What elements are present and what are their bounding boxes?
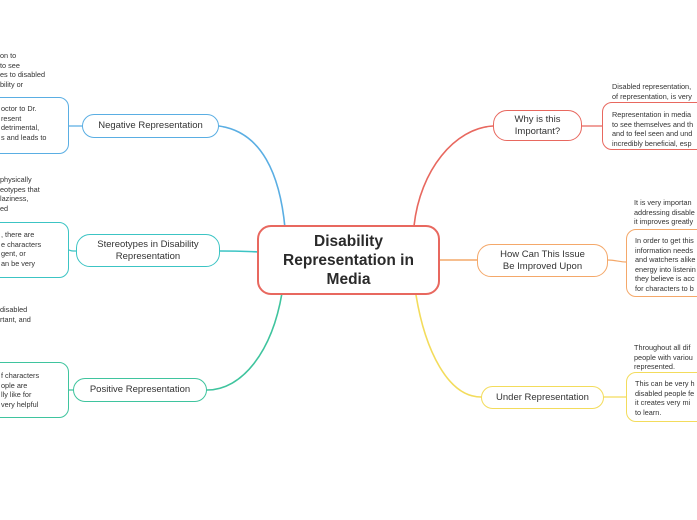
note-improve-1[interactable]: It is very importan addressing disable i… [634, 198, 697, 228]
link-stereotypes-leaf [68, 249, 77, 252]
note-line: they believe is acc [635, 274, 695, 284]
note-line: disabled people fe [635, 388, 695, 398]
note-line: octor to Dr. [1, 104, 37, 113]
topic-negative-representation[interactable]: Negative Representation [82, 114, 219, 138]
note-line: incredibly beneficial, esp [612, 138, 692, 148]
note-line: of representation, is very [612, 91, 692, 101]
topic-label: Under Representation [496, 391, 589, 403]
note-stereotypes-1[interactable]: physically eotypes that laziness, ed [0, 175, 70, 217]
note-line: lly like for [1, 390, 32, 400]
note-line: resent [1, 113, 22, 123]
note-line: disabled [0, 305, 28, 314]
note-under-1[interactable]: Throughout all dif people with variou re… [634, 343, 697, 373]
topic-label: Negative Representation [98, 120, 203, 131]
link-negative [218, 125, 286, 229]
note-negative-1[interactable]: on to to see es to disabled bility or [0, 51, 70, 93]
note-line: it improves greatly [634, 217, 694, 227]
note-line: Throughout all dif [634, 343, 691, 352]
note-line: s and leads to [1, 132, 47, 142]
note-line: to see [0, 60, 20, 70]
note-positive-1[interactable]: disabled rtant, and [0, 305, 70, 329]
note-line: represented. [634, 362, 675, 372]
note-under-2[interactable]: This can be very h disabled people fe it… [626, 372, 697, 422]
note-line: for characters to b [635, 283, 694, 293]
note-line: ople are [1, 380, 28, 390]
note-line: es to disabled [0, 70, 46, 80]
central-topic[interactable]: Disability Representation in Media [257, 225, 440, 295]
link-why [413, 125, 494, 227]
topic-label: Why is this Important? [514, 113, 561, 137]
note-line: very helpful [1, 399, 39, 409]
note-line: to learn. [635, 407, 662, 417]
link-positive [206, 292, 283, 391]
note-line: and to feel seen and und [612, 129, 693, 139]
note-line: In order to get this [635, 236, 694, 245]
central-topic-label: Disability Representation in Media [283, 232, 414, 288]
topic-how-improved[interactable]: How Can This Issue Be Improved Upon [477, 244, 608, 277]
note-line: rtant, and [0, 314, 31, 324]
link-under [415, 294, 482, 398]
note-line: Disabled representation, [612, 82, 692, 91]
note-negative-2[interactable]: octor to Dr. resent detrimental, s and l… [0, 97, 69, 154]
note-line: people with variou [634, 352, 693, 362]
topic-label: How Can This Issue Be Improved Upon [500, 248, 585, 272]
note-why-2[interactable]: Representation in media to see themselve… [602, 102, 697, 150]
note-line: bility or [0, 79, 24, 89]
note-line: physically [0, 175, 32, 184]
note-line: e characters [1, 239, 42, 249]
note-line: to see themselves and th [612, 119, 694, 129]
note-line: f characters [1, 371, 40, 380]
note-positive-2[interactable]: f characters ople are lly like for very … [0, 362, 69, 418]
note-line: energy into listenin [635, 264, 696, 274]
note-line: ed [0, 203, 9, 213]
note-line: detrimental, [1, 123, 40, 133]
note-line: laziness, [0, 194, 29, 204]
note-line: eotypes that [0, 184, 40, 194]
topic-label: Positive Representation [89, 384, 191, 395]
topic-positive-representation[interactable]: Positive Representation [73, 378, 207, 402]
note-line: and watchers alike [635, 255, 696, 265]
note-line: an be very [1, 258, 36, 268]
topic-label: Stereotypes in Disability Representation [97, 238, 199, 262]
topic-under-representation[interactable]: Under Representation [481, 386, 604, 409]
note-line: This can be very h [635, 379, 695, 388]
note-line: on to [0, 51, 17, 60]
note-line: Representation in media [612, 110, 692, 119]
note-line: addressing disable [634, 207, 695, 217]
topic-stereotypes[interactable]: Stereotypes in Disability Representation [76, 234, 220, 267]
note-line: , there are [1, 230, 35, 239]
note-line: it creates very mi [635, 398, 691, 408]
note-improve-2[interactable]: In order to get this information needs a… [626, 229, 697, 297]
note-stereotypes-2[interactable]: , there are e characters gent, or an be … [0, 222, 69, 278]
note-why-1[interactable]: Disabled representation, of representati… [612, 82, 697, 104]
link-improve-leaf [607, 259, 627, 263]
topic-why-important[interactable]: Why is this Important? [493, 110, 582, 141]
note-line: gent, or [1, 249, 26, 259]
link-stereotypes [219, 250, 259, 253]
note-line: information needs [635, 245, 694, 255]
note-line: It is very importan [634, 198, 692, 207]
